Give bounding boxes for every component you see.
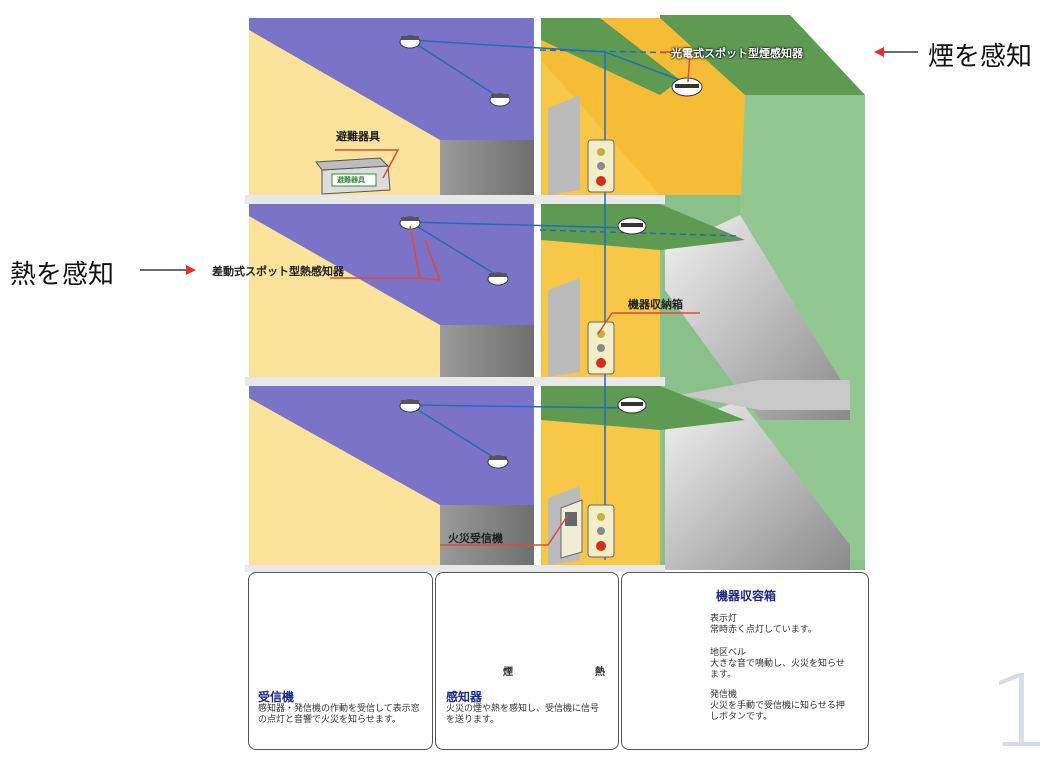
lamp-desc: 常時赤く点灯しています。 — [710, 625, 817, 635]
equipment-box-icons — [587, 139, 615, 558]
heat-detector-icon — [399, 35, 421, 49]
fire-receiver-label: 火災受信機 — [448, 532, 503, 545]
heat-detector-icon — [487, 272, 509, 286]
smoke-detector-icon — [617, 396, 647, 414]
label-leaders — [330, 51, 700, 546]
smoke-callout: 煙を感知 — [928, 42, 1033, 72]
receiver-card — [248, 572, 433, 750]
detector-card-desc: 火災の煙や熱を感知し、受信機に信号を送ります。 — [446, 704, 600, 725]
smoke-detector-icon — [617, 217, 647, 235]
detector-card-title: 感知器 — [446, 690, 483, 704]
receiver-card-title: 受信機 — [258, 690, 295, 704]
lamp-title: 表示灯 — [710, 614, 738, 624]
alarm-wiring — [409, 39, 741, 560]
smoke-detector-label: 光電式スポット型煙感知器 — [671, 47, 803, 60]
bell-desc: 大きな音で鳴動し、火災を知らせます。 — [710, 659, 845, 680]
floor-1-room — [249, 386, 534, 565]
equipment-box-label: 機器収納箱 — [628, 298, 683, 311]
smoke-detector-icons — [617, 77, 703, 414]
heat-detector-icon — [489, 93, 511, 107]
callout-arrows — [140, 47, 918, 275]
heat-caption: 熱 — [595, 667, 605, 678]
heat-detector-label: 差動式スポット型熱感知器 — [212, 265, 344, 278]
fire-receiver-icon — [560, 499, 583, 559]
heat-detector-icons — [399, 35, 511, 469]
evacuation-equipment-icon — [315, 157, 391, 195]
shaft-column — [541, 18, 745, 565]
page-number: 1 — [988, 653, 1052, 770]
button-title: 発信機 — [710, 690, 738, 700]
evacuation-equipment-label: 避難器具 — [336, 130, 380, 143]
smoke-caption: 煙 — [503, 667, 513, 678]
equipment-box-card — [621, 572, 869, 750]
equipment-box-icon — [587, 504, 615, 558]
equipment-box-card-title: 機器収容箱 — [716, 589, 777, 603]
floor-3-room — [249, 18, 534, 195]
smoke-detector-icon — [671, 77, 703, 97]
heat-callout: 熱を感知 — [10, 260, 115, 290]
floor-2-room — [249, 204, 534, 377]
button-desc: 火災を手動で受信機に知らせる押しボタンです。 — [710, 701, 845, 722]
heat-detector-icon — [399, 399, 421, 413]
detector-card — [435, 572, 619, 750]
equipment-box-icon — [587, 321, 615, 375]
evacuation-sign-text: 避難器具 — [337, 176, 365, 184]
heat-detector-icon — [487, 455, 509, 469]
equipment-box-icon — [587, 139, 615, 193]
receiver-card-desc: 感知器・発信機の作動を受信して表示窓の点灯と音響で火災を知らせます。 — [258, 704, 420, 725]
bell-title: 地区ベル — [710, 648, 747, 658]
